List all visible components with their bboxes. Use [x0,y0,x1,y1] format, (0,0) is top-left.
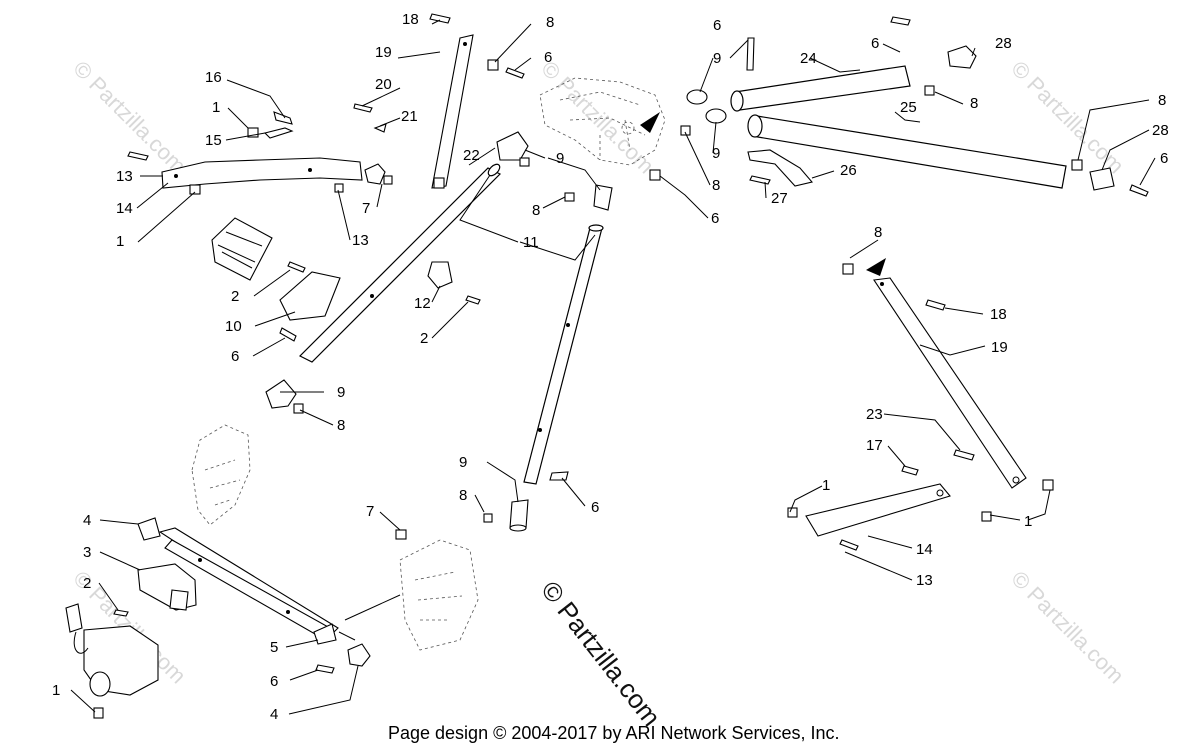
callout-9-top: 9 [713,50,721,67]
callout-14-right: 14 [916,541,933,558]
callout-28: 28 [995,35,1012,52]
callout-13-right: 13 [352,232,369,249]
callout-2-center: 2 [420,330,428,347]
callout-18: 18 [402,11,419,28]
callout-20: 20 [375,76,392,93]
callout-17: 17 [866,437,883,454]
top-right-tubes [649,16,1149,197]
callout-8: 8 [546,14,554,31]
callout-6-lower: 6 [591,499,599,516]
callout-7: 7 [362,200,370,217]
bottom-left-assembly [65,517,479,719]
callout-1-lower: 1 [116,233,124,250]
callout-13: 13 [116,168,133,185]
callout-6-top-right: 6 [871,35,879,52]
top-frame-bracket-ghost [539,77,666,166]
callout-3: 3 [83,544,91,561]
callout-1-right: 1 [822,477,830,494]
callout-8-center: 8 [532,202,540,219]
callout-9-left: 9 [337,384,345,401]
callout-11: 11 [523,234,539,251]
callout-14: 14 [116,200,133,217]
callout-22: 22 [463,147,480,164]
upper-left-crossbar [127,111,393,195]
lower-left-bracket [191,379,304,526]
center-diagonal-tube [298,131,530,363]
callout-8-mid: 8 [712,177,720,194]
page-design-credit: Page design © 2004-2017 by ARI Network S… [388,723,840,743]
callout-8-lower: 8 [459,487,467,504]
callout-1-right-lower: 1 [1024,513,1032,530]
callout-8-lower-right: 8 [874,224,882,241]
watermark-main: © Partzilla.com [535,575,667,732]
callout-19-right: 19 [991,339,1008,356]
callout-12: 12 [414,295,431,312]
callout-2-bottom: 2 [83,575,91,592]
arrow-indicator-icon-right [866,258,886,276]
callout-numbers: 18 8 19 6 20 21 16 1 15 13 14 1 7 13 22 … [52,11,1169,723]
callout-2: 2 [231,288,239,305]
callout-13-lower-right: 13 [916,572,933,589]
callout-4-bottom: 4 [270,706,278,723]
callout-1: 1 [212,99,220,116]
callout-16: 16 [205,69,222,86]
callout-18-right: 18 [990,306,1007,323]
callout-15: 15 [205,132,222,149]
leader-lines [70,19,1156,715]
callout-23: 23 [866,406,883,423]
callout-6-bottom: 6 [270,673,278,690]
arrow-indicator-icon [640,112,660,133]
callout-6-center: 6 [711,210,719,227]
top-vertical-bracket [353,13,525,189]
callout-9-lower: 9 [459,454,467,471]
left-small-parts [211,217,481,342]
callout-9: 9 [556,150,564,167]
callout-6-left: 6 [231,348,239,365]
callout-4: 4 [83,512,91,529]
callout-10: 10 [225,318,242,335]
callout-5: 5 [270,639,278,656]
callout-7-lower: 7 [366,503,374,520]
watermark-top-left: © Partzilla.com [68,56,191,179]
callout-8-left: 8 [337,417,345,434]
callout-25: 25 [900,99,917,116]
callout-9-mid: 9 [712,145,720,162]
callout-8-far-right: 8 [1158,92,1166,109]
callout-6: 6 [544,49,552,66]
callout-6-far-right: 6 [1160,150,1168,167]
callout-19: 19 [375,44,392,61]
callout-21: 21 [401,108,418,125]
callout-6-top: 6 [713,17,721,34]
lower-right-bracket [787,258,1054,551]
watermark-bottom-right: © Partzilla.com [1006,566,1129,689]
center-vertical-tube [483,184,613,532]
callout-27: 27 [771,190,788,207]
callout-26: 26 [840,162,857,179]
callout-28-right: 28 [1152,122,1169,139]
callout-1-bottom: 1 [52,682,60,699]
callout-8-right: 8 [970,95,978,112]
callout-24: 24 [800,50,817,67]
